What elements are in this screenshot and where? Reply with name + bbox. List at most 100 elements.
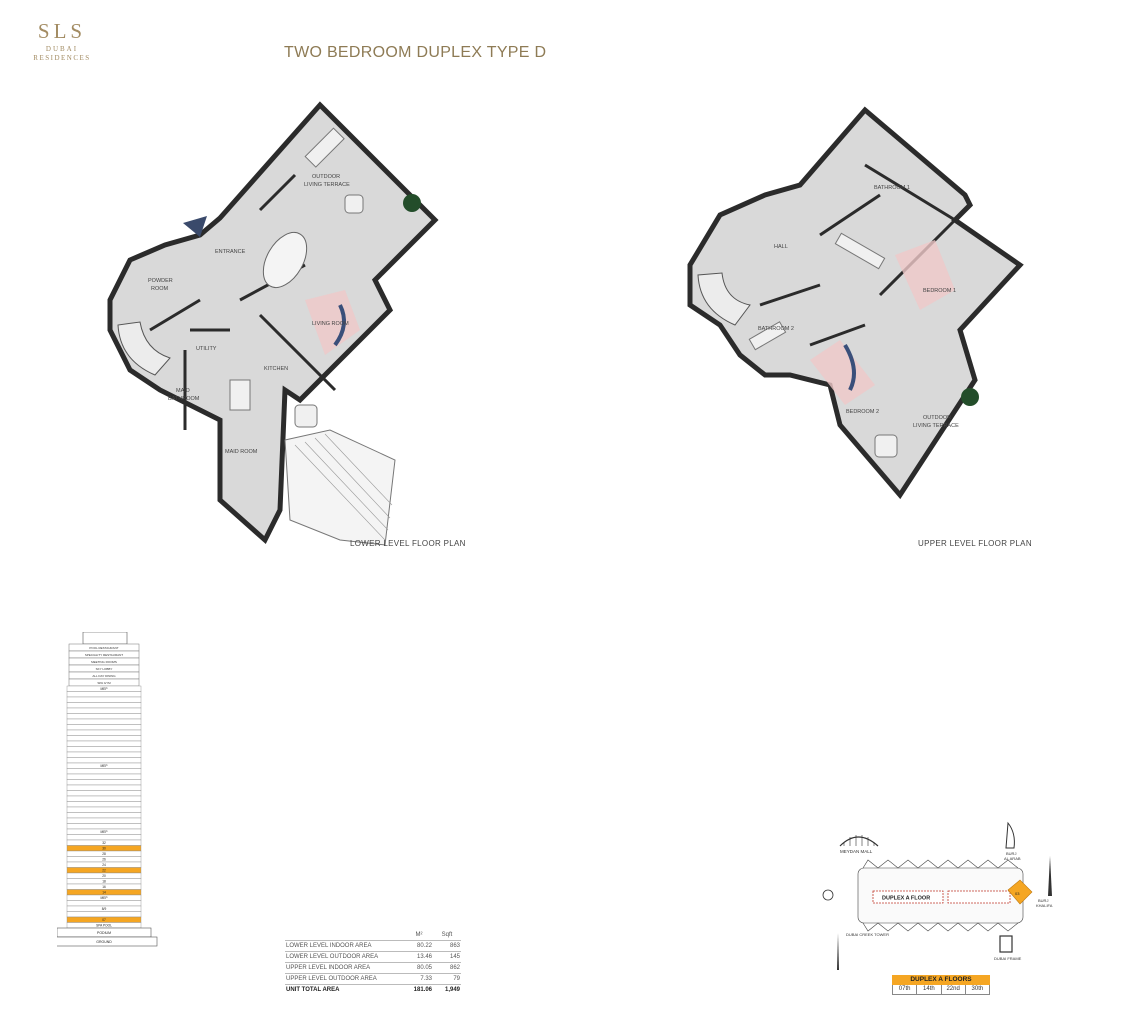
lower-plan-label: LOWER LEVEL FLOOR PLAN (350, 539, 466, 548)
tower-floor (66, 751, 142, 758)
tower-floor (66, 729, 142, 736)
tower-floor-label: 28 (102, 852, 106, 856)
lower-plan-floor (107, 101, 439, 545)
tower-floor (66, 757, 142, 764)
room-label-living-room: LIVING ROOM (312, 321, 349, 327)
tower-amenity-label: SPECIALITY RESTAURANT (85, 653, 123, 657)
room-label-bedroom-2: BEDROOM 2 (846, 409, 879, 415)
room-label-living-terrace: LIVING TERRACE (304, 182, 350, 188)
north-arrow-icon (822, 889, 834, 901)
room-label-maid: MAID (176, 388, 190, 394)
area-total-row: UNIT TOTAL AREA 181.06 1,949 (285, 985, 461, 996)
tower-podium-label: PODIUM (97, 931, 111, 935)
table-row: UPPER LEVEL OUTDOOR AREA 7.33 79 (285, 973, 461, 985)
tower-floor (66, 718, 142, 725)
room-label-bathroom-2: BATHROOM 2 (758, 326, 794, 332)
dubai-creek-tower-label: DUBAI CREEK TOWER (846, 932, 889, 937)
tower-floor (66, 696, 142, 703)
tower-floor-label: 14 (102, 891, 106, 895)
duplex-floors-table: DUPLEX A FLOORS 07th 14th 22nd 30th (892, 975, 990, 995)
area-row-sqft: 145 (433, 951, 461, 963)
burj-al-arab-icon (1005, 821, 1015, 849)
logo-line-dubai: DUBAI (45, 45, 79, 53)
tower-floor (66, 784, 142, 791)
logo: SLS DUBAI RESIDENCES (22, 20, 102, 63)
tower-floor-label: MEP (101, 830, 108, 834)
tower-floor (66, 735, 142, 742)
room-label-utility: UTILITY (196, 346, 217, 352)
tower-floor-label: 07 (102, 918, 106, 922)
location-map: MEYDAN MALL BURJ AL ARAB BURJ KHALIFA DU… (822, 821, 1053, 970)
tower-floor (66, 812, 142, 819)
table-row: LOWER LEVEL INDOOR AREA 80.22 863 (285, 940, 461, 952)
tower-floor (66, 768, 142, 775)
tower-floor (66, 801, 142, 808)
area-row-label: LOWER LEVEL OUTDOOR AREA (285, 951, 405, 963)
room-label-outdoor: OUTDOOR (312, 174, 340, 180)
tower-floor-label: MEP (101, 764, 108, 768)
room-label-hall: HALL (774, 244, 788, 250)
area-row-sqft: 863 (433, 940, 461, 952)
table-row: LOWER LEVEL OUTDOOR AREA 13.46 145 (285, 951, 461, 963)
tower-amenity-label: SKY LOBBY (96, 667, 113, 671)
tower-amenity-label: MEETING ROOMS (91, 660, 117, 664)
tower-floor (66, 900, 142, 907)
area-total-sqft: 1,949 (444, 987, 460, 993)
room-label-kitchen: KITCHEN (264, 366, 288, 372)
tower-floor-label: MEP (101, 896, 108, 900)
area-table-header: M² Sqft (285, 930, 461, 941)
tower-amenity-label: ALL DAY DINING (92, 674, 116, 678)
tower-floor-label: 24 (102, 863, 106, 867)
lower-plan-plant (403, 194, 421, 212)
tower-floor (66, 806, 142, 813)
area-row-sqft: 79 (433, 973, 461, 985)
upper-level-floor-plan: BATHROOM 1 HALL BEDROOM 1 BATHROOM 2 BED… (687, 106, 1024, 500)
upper-plan-label: UPPER LEVEL FLOOR PLAN (918, 539, 1032, 548)
room-label-living-terrace-upper: LIVING TERRACE (913, 423, 959, 429)
area-row-m2: 80.22 (405, 940, 433, 952)
upper-plan-bedroom1-rug (895, 240, 955, 310)
tower-floor-label: 32 (102, 841, 106, 845)
lower-plan-deck (284, 429, 396, 546)
duplex-floor-cell: 30th (971, 986, 984, 992)
tower-ground-label: GROUND (96, 940, 112, 944)
meydan-mall-label: MEYDAN MALL (840, 849, 873, 854)
duplex-floor-cell: 22nd (942, 985, 966, 994)
lower-plan-stair (117, 321, 171, 376)
tower-floor (66, 713, 142, 720)
tower-floor (66, 795, 142, 802)
logo-line-residences: RESIDENCES (33, 54, 91, 62)
tower-floor-label: SPA POOL (96, 924, 112, 928)
tower-floor-label: 16 (102, 885, 106, 889)
lower-level-floor-plan: OUTDOOR LIVING TERRACE ENTRANCE POWDER R… (107, 101, 439, 546)
burj-al-arab-label-1: BURJ (1006, 851, 1016, 856)
tower-floor (66, 790, 142, 797)
burj-al-arab-label-2: AL ARAB (1004, 856, 1021, 861)
area-table-header-sqft: Sqft (433, 930, 461, 941)
room-label-outdoor-upper: OUTDOOR (923, 415, 951, 421)
room-label-maid-bathroom: BATHROOM (168, 396, 200, 402)
tower-floor-label: 26 (102, 858, 106, 862)
tower-floor (66, 911, 142, 918)
area-total-m2: 181.06 (413, 987, 432, 993)
lower-plan-rug (305, 290, 360, 355)
dubai-frame-label: DUBAI FRAME (994, 956, 1022, 961)
burj-khalifa-label-2: KHALIFA (1036, 903, 1053, 908)
tower-floor (66, 823, 142, 830)
tower-floor-label: 30 (102, 847, 106, 851)
area-row-sqft: 862 (433, 962, 461, 974)
highlighted-unit (1007, 879, 1033, 905)
tower-floor (66, 773, 142, 780)
tower-floor (66, 691, 142, 698)
duplex-floor-cell: 07th (893, 985, 918, 994)
area-row-m2: 80.05 (405, 962, 433, 974)
tower-ground (57, 936, 158, 947)
tower-floor-label: 18 (102, 880, 106, 884)
upper-plan-plant (961, 388, 979, 406)
area-total-label: UNIT TOTAL AREA (286, 987, 340, 993)
lower-plan-dining-table (262, 232, 308, 288)
area-row-label: UPPER LEVEL OUTDOOR AREA (285, 973, 405, 985)
tower-floor (66, 834, 142, 841)
meydan-mall-icon (839, 836, 879, 847)
tower-floor-label: 8/9 (102, 907, 107, 911)
